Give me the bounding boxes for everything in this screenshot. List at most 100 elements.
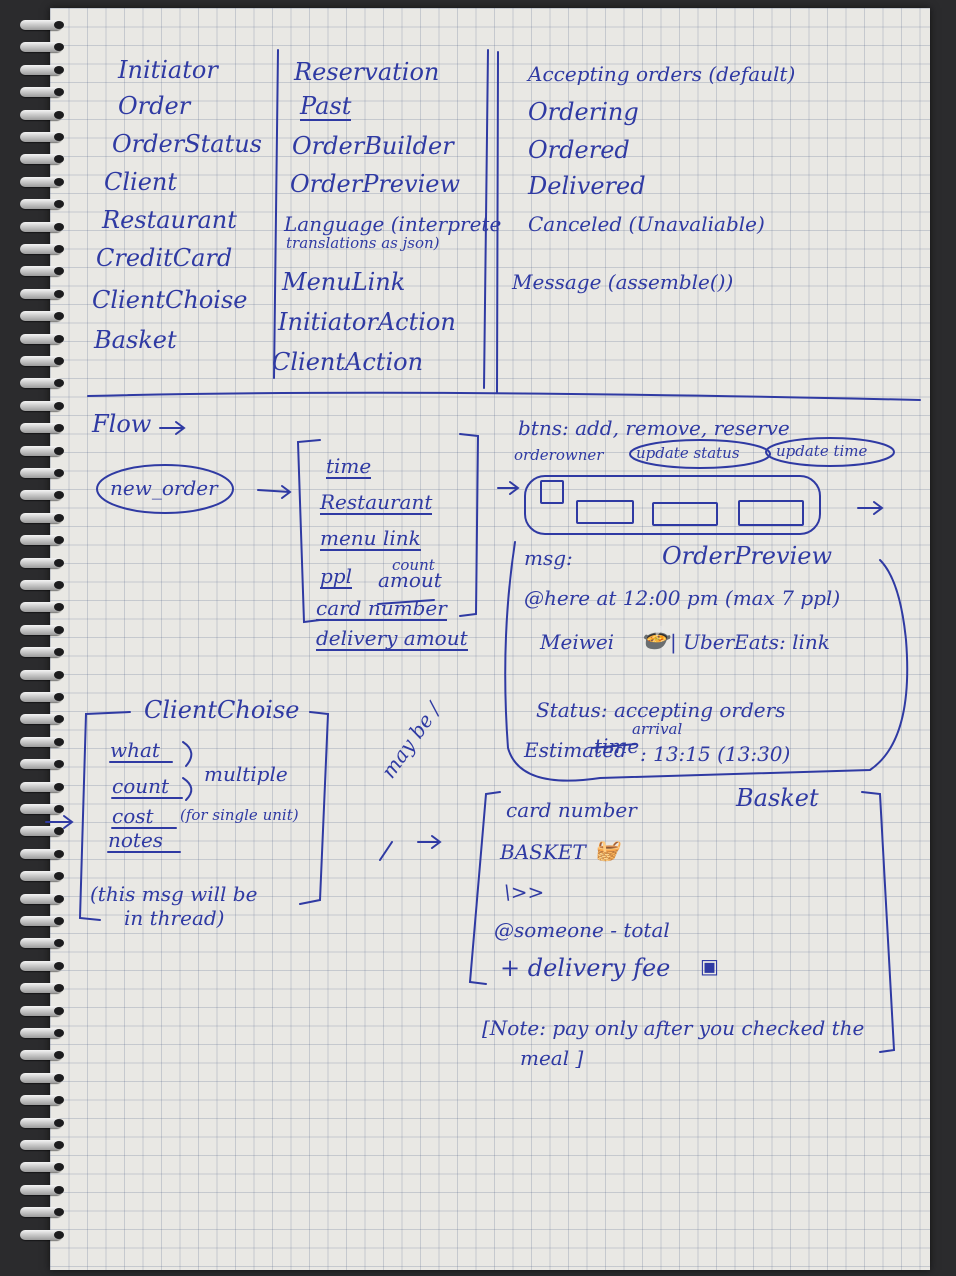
preview-estimated-value: : 13:15 (13:30) xyxy=(640,742,791,766)
entity-initiator-action: InitiatorAction xyxy=(278,308,456,336)
spiral-hole xyxy=(54,401,64,410)
spiral-hole xyxy=(54,513,64,522)
spiral-hole xyxy=(54,872,64,881)
cc-thread-note-1: (this msg will be xyxy=(90,882,258,906)
basket-basket: BASKET xyxy=(500,840,586,864)
spiral-hole xyxy=(54,625,64,634)
spiral-coil xyxy=(20,871,62,882)
spiral-coil xyxy=(20,1005,62,1016)
box-icon: ▣ xyxy=(700,954,719,978)
spiral-coil xyxy=(20,916,62,926)
spiral-hole xyxy=(54,1118,64,1127)
spiral-coil xyxy=(20,132,62,142)
spiral-coil xyxy=(20,1184,62,1195)
spiral-hole xyxy=(54,1029,64,1037)
spiral-hole xyxy=(54,446,64,455)
restaurant-bowl-icon: 🍲 xyxy=(640,624,670,652)
spiral-hole xyxy=(54,917,64,925)
basket-arrow: \>> xyxy=(504,880,545,904)
spiral-coil xyxy=(20,154,62,165)
spiral-hole xyxy=(54,670,64,679)
msg-label: msg: xyxy=(524,546,573,570)
entity-client-action: ClientAction xyxy=(272,348,424,376)
spiral-coil xyxy=(20,266,62,277)
field-menu-link: menu link xyxy=(320,526,421,551)
spiral-coil xyxy=(20,176,62,187)
spiral-coil xyxy=(20,804,62,814)
status-accepting: Accepting orders (default) xyxy=(528,62,796,86)
spiral-coil xyxy=(20,714,62,725)
spiral-coil xyxy=(20,938,62,949)
entity-reservation: Reservation xyxy=(294,58,440,86)
spiral-hole xyxy=(54,603,64,612)
spiral-hole xyxy=(54,827,64,836)
spiral-hole xyxy=(54,334,64,343)
spiral-hole xyxy=(54,648,64,657)
spiral-coil xyxy=(20,333,62,344)
spiral-coil xyxy=(20,736,62,747)
spiral-hole xyxy=(54,289,64,298)
spiral-hole xyxy=(54,984,64,993)
basket-title: Basket xyxy=(736,784,819,812)
spiral-coil xyxy=(20,512,62,523)
spiral-coil xyxy=(20,692,62,702)
spiral-coil xyxy=(20,109,62,120)
entity-client-choise: ClientChoise xyxy=(92,286,248,314)
spiral-hole xyxy=(54,312,64,321)
flow-title: Flow xyxy=(92,410,152,438)
preview-status: Status: accepting orders xyxy=(536,698,786,722)
spiral-coil xyxy=(20,1028,62,1038)
spiral-hole xyxy=(54,894,64,903)
spiral-coil xyxy=(20,42,62,53)
cc-field-cost: cost xyxy=(112,804,154,828)
spiral-coil xyxy=(20,288,62,299)
status-ordered: Ordered xyxy=(528,136,630,164)
spiral-coil xyxy=(20,1050,62,1061)
spiral-hole xyxy=(54,267,64,276)
spiral-coil xyxy=(20,1072,62,1083)
field-delivery-amout: delivery amout xyxy=(316,626,468,651)
basket-delivery-fee: + delivery fee xyxy=(500,954,671,982)
spiral-coil xyxy=(20,535,62,546)
spiral-coil xyxy=(20,468,62,478)
entity-basket: Basket xyxy=(94,326,177,354)
spiral-hole xyxy=(54,65,64,74)
spiral-hole xyxy=(54,1006,64,1015)
basket-card-number: card number xyxy=(506,798,637,822)
spiral-coil xyxy=(20,356,62,366)
spiral-coil xyxy=(20,1117,62,1128)
spiral-hole xyxy=(54,133,64,141)
spiral-coil xyxy=(20,893,62,904)
spiral-hole xyxy=(54,849,64,858)
spiral-hole xyxy=(54,1163,64,1172)
spiral-coil xyxy=(20,602,62,613)
spiral-binding xyxy=(20,20,64,1260)
spiral-coil xyxy=(20,1162,62,1173)
entity-credit-card: CreditCard xyxy=(96,244,233,272)
spiral-coil xyxy=(20,1207,62,1218)
spiral-coil xyxy=(20,199,62,210)
field-ppl: ppl xyxy=(320,564,353,589)
update-status-label: update status xyxy=(636,444,740,462)
spiral-hole xyxy=(54,1185,64,1194)
spiral-hole xyxy=(54,110,64,119)
cc-field-notes: notes xyxy=(108,828,164,852)
spiral-hole xyxy=(54,222,64,231)
spiral-coil xyxy=(20,445,62,456)
basket-someone-total: @someone - total xyxy=(494,918,670,942)
spiral-coil xyxy=(20,1229,62,1240)
entity-order-status: OrderStatus xyxy=(112,130,262,158)
cc-field-what: what xyxy=(110,738,160,762)
entity-order-builder: OrderBuilder xyxy=(292,132,454,160)
spiral-coil xyxy=(20,423,62,434)
entity-initiator: Initiator xyxy=(118,56,218,84)
spiral-coil xyxy=(20,64,62,75)
spiral-coil xyxy=(20,244,62,254)
spiral-coil xyxy=(20,669,62,680)
preview-arrival: arrival xyxy=(632,720,683,738)
spiral-hole xyxy=(54,1051,64,1060)
cc-single-unit: (for single unit) xyxy=(180,806,299,824)
spiral-hole xyxy=(54,491,64,500)
field-amout-struck: amout xyxy=(378,568,442,592)
panel-button-2 xyxy=(652,502,718,526)
